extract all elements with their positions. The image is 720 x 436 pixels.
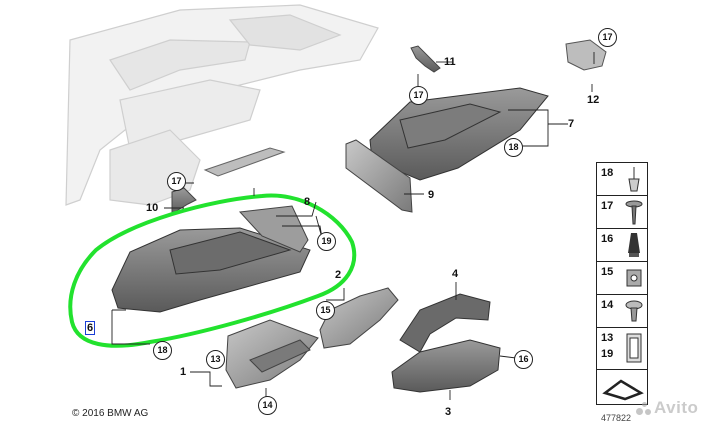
ref-circle-13: 13 [206, 350, 225, 369]
legend-row-18: 18 [596, 162, 648, 196]
ref-circle-14: 14 [258, 396, 277, 415]
callout-1: 1 [180, 366, 187, 378]
callout-10: 10 [146, 202, 159, 214]
callout-3: 3 [445, 406, 452, 418]
highlight-outline [68, 193, 357, 348]
part-2-bracket [319, 287, 399, 349]
callout-2: 2 [335, 269, 342, 281]
callout-6: 6 [85, 321, 96, 335]
part-7-frame [369, 87, 549, 181]
callout-4: 4 [452, 268, 459, 280]
ref-circle-18: 18 [153, 341, 172, 360]
part-8-panel [238, 205, 309, 253]
ref-circle-17: 17 [598, 28, 617, 47]
avito-logo-icon [636, 401, 652, 416]
ref-circle-15: 15 [316, 301, 335, 320]
legend-row-14: 14 [596, 294, 648, 328]
legend-row-13-19: 13 19 [596, 327, 648, 370]
ref-circle-17: 17 [409, 86, 428, 105]
ref-circle-17: 17 [167, 172, 186, 191]
callout-7: 7 [568, 118, 575, 130]
clip-nut-icon [626, 269, 642, 287]
callout-9: 9 [428, 189, 435, 201]
copyright-notice: © 2016 BMW AG [72, 408, 149, 419]
legend-row-15: 15 [596, 261, 648, 295]
callout-12: 12 [587, 94, 600, 106]
ref-circle-18: 18 [504, 138, 523, 157]
ref-circle-16: 16 [514, 350, 533, 369]
callout-11: 11 [444, 56, 456, 68]
drawing-number: 477822 [601, 413, 632, 423]
ref-circle-19: 19 [317, 232, 336, 251]
screw-icon [625, 200, 643, 225]
part-trim-strip [203, 147, 286, 177]
expanding-rivet-icon [628, 233, 640, 257]
watermark: Avito [636, 398, 698, 418]
part-3-cover [391, 339, 501, 393]
part-4-cover [399, 293, 491, 353]
spring-clip-icon [628, 167, 640, 192]
legend-row-16: 16 [596, 228, 648, 262]
legend-row-17: 17 [596, 195, 648, 229]
part-12-clip [565, 39, 607, 71]
part-9-strip [345, 139, 413, 213]
retaining-clip-icon [626, 333, 642, 363]
push-rivet-icon [625, 300, 643, 322]
callout-8: 8 [304, 196, 311, 208]
dashboard-outline [65, 4, 379, 206]
part-11-bracket [410, 45, 441, 73]
frame-icon [602, 379, 644, 401]
legend-row-frame [596, 369, 648, 405]
fastener-legend: 18 17 16 15 14 13 19 [596, 162, 648, 410]
